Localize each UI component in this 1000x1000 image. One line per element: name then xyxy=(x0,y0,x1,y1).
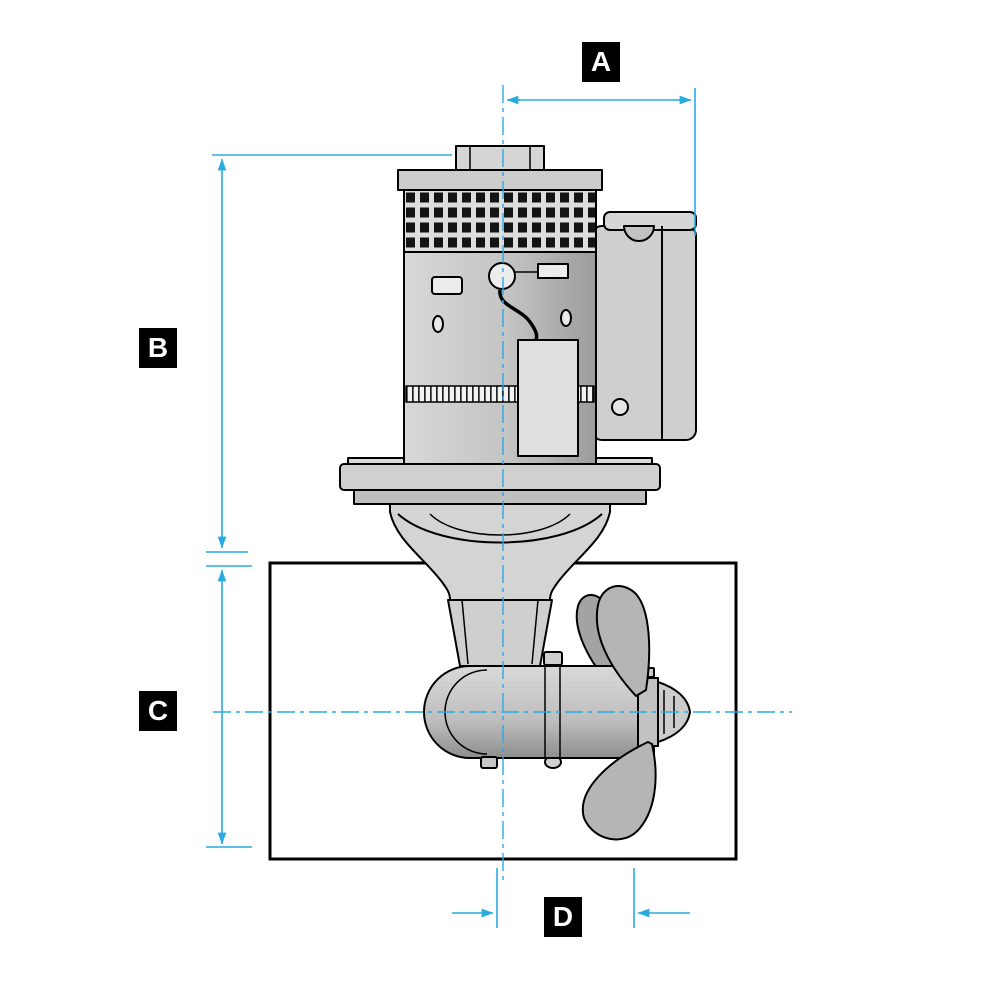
bell-housing xyxy=(389,503,611,601)
dim-label-b: B xyxy=(139,328,177,368)
electric-motor xyxy=(397,145,603,465)
gear-pod xyxy=(423,651,641,769)
cooling-grille xyxy=(403,189,597,253)
propeller-blades xyxy=(581,585,657,841)
centerlines xyxy=(213,85,792,880)
dimension-d xyxy=(452,868,690,928)
gear-leg xyxy=(447,599,553,667)
dim-label-a: A xyxy=(582,42,620,82)
dimension-a xyxy=(506,88,696,236)
junction-plate xyxy=(517,339,579,457)
dimension-b xyxy=(206,154,452,553)
dimension-c xyxy=(206,565,252,848)
dim-label-d: D xyxy=(544,897,582,937)
dim-label-c: C xyxy=(139,691,177,731)
thruster-unit xyxy=(339,145,697,841)
dimension-lines xyxy=(206,88,696,928)
side-contactor-box xyxy=(591,211,697,441)
